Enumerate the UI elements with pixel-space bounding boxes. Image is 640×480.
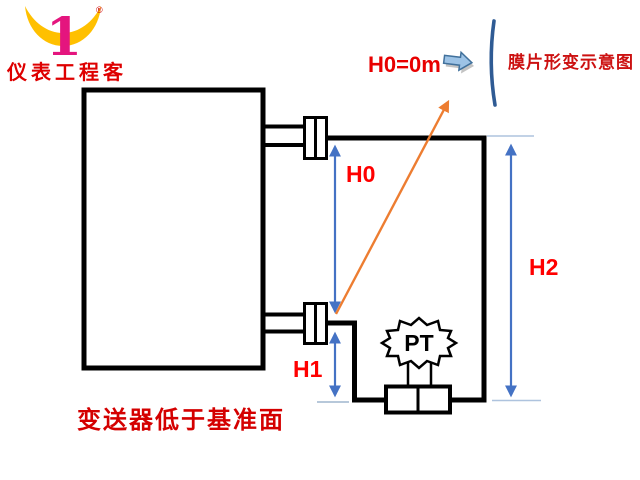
pt-tag-label: PT [404,330,433,356]
logo-numeral: 1 [46,7,82,68]
brand-text: 仪表工程客 [7,60,127,84]
upper-flange [303,116,328,160]
block-arrow-icon [442,50,475,74]
diaphragm-curve [489,19,497,107]
h0-zero-note: H0=0m [368,52,441,77]
h0-label: H0 [346,161,376,187]
transmitter-body [384,384,452,415]
pt-cloud [379,316,459,370]
bottom-caption: 变送器低于基准面 [77,406,285,434]
diaphragm-caption: 膜片形变示意图 [508,53,634,73]
h2-label: H2 [529,254,559,280]
logo-crescent-icon [25,6,101,46]
lower-flange [303,302,328,345]
low-side-impulse-line [327,320,386,403]
brand-logo: 1 ® [25,5,103,68]
h1-label: H1 [293,356,323,382]
registered-mark: ® [96,5,103,15]
tank [81,87,266,371]
high-side-impulse-line [327,135,487,403]
diaphragm-pointer-arrow [334,99,450,315]
